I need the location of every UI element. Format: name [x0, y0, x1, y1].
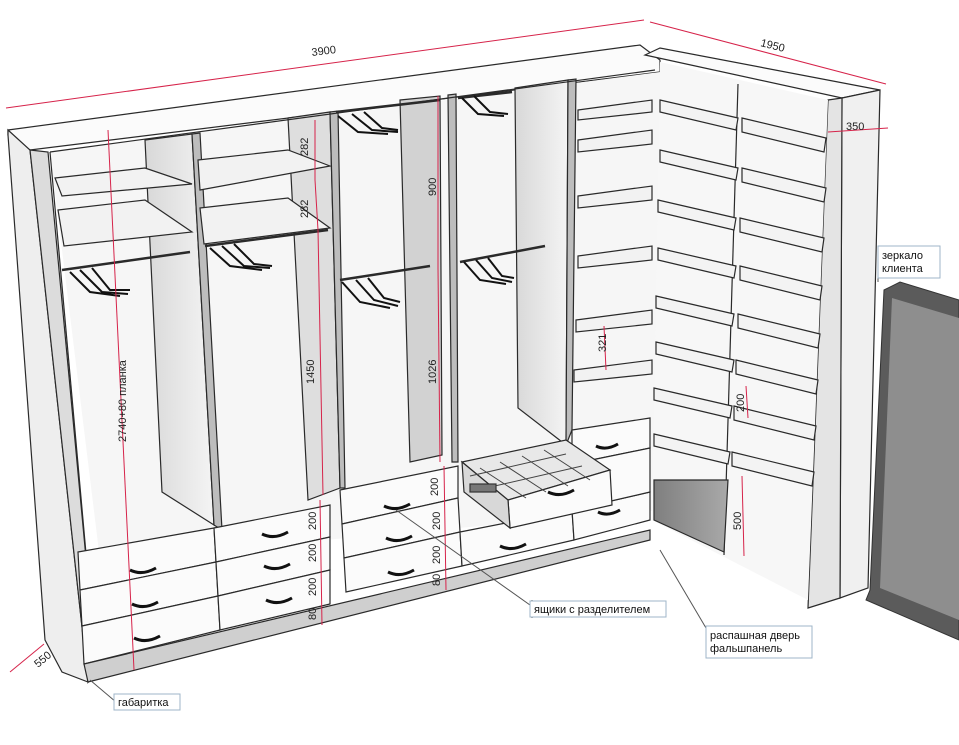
swing-door-label-text: распашная дверь [710, 630, 800, 642]
shelf-s1-1 [54, 167, 193, 197]
drawers-left [77, 504, 331, 665]
dim-side-width: 1950 [759, 37, 786, 55]
shelf-s2-1 [197, 149, 333, 191]
dim-hang-1026: 1026 [427, 360, 439, 384]
dim-drawer-b3: 200 [431, 546, 443, 564]
dimension-labels: 3900 1950 350 550 2740+80 планка 282 282… [32, 37, 864, 670]
mirror-label-text-line2: клиента [882, 263, 924, 275]
dim-main-depth: 550 [32, 649, 54, 670]
side-bottom-cavity [653, 479, 729, 553]
mirror-label-text: зеркало [882, 250, 923, 262]
plinth [83, 529, 651, 683]
section3-inner-wall [399, 95, 443, 463]
rod-s2 [204, 228, 329, 248]
gabarit-label: габаритка [118, 697, 169, 709]
dim-shelf-200: 200 [735, 394, 747, 412]
dim-full-height: 2740+80 планка [117, 359, 129, 442]
rod-s4-low [459, 244, 546, 264]
swing-door-label-box [705, 625, 813, 659]
dim-drawer-b2: 200 [431, 512, 443, 530]
mirror-label: зеркало клиента [882, 250, 926, 275]
rod-s1 [61, 250, 191, 272]
dim-drawer-a1: 200 [307, 512, 319, 530]
side-wardrobe [643, 47, 881, 609]
section4-inner-wall [514, 79, 569, 447]
dim-drawer-a2: 200 [307, 544, 319, 562]
main-wardrobe [7, 44, 661, 685]
rod-s3-top [335, 98, 441, 114]
dim-shelf-500: 500 [732, 512, 744, 530]
gabarit-label-box [113, 693, 181, 711]
dim-shelf-282-a: 282 [299, 138, 311, 156]
swing-door-label: распашная дверь фальшпанель [710, 630, 803, 655]
dim-shelf-321: 321 [597, 334, 609, 352]
shelf-s2-2 [199, 197, 332, 245]
shelf-s1-2 [57, 199, 194, 247]
dim-hang-1450: 1450 [305, 360, 317, 384]
dim-drawer-b1: 200 [429, 478, 441, 496]
hangers [69, 95, 515, 309]
divider-2 [329, 110, 346, 489]
open-divider-drawer [460, 439, 613, 530]
dim-total-width: 3900 [311, 44, 337, 59]
mirror [865, 281, 959, 641]
dim-hang-900: 900 [427, 178, 439, 196]
mirror-label-box [877, 245, 941, 279]
drawers-label-box [529, 600, 667, 618]
dim-plinth-a: 80 [307, 608, 319, 620]
divider-3 [447, 93, 459, 463]
swing-door-label-text-line2: фальшпанель [710, 643, 782, 655]
dimension-lines [5, 19, 889, 673]
section5-shelves [573, 99, 653, 383]
dim-shelf-282-b: 282 [299, 200, 311, 218]
dim-drawer-a3: 200 [307, 578, 319, 596]
dim-plinth-b: 80 [431, 574, 443, 586]
dim-side-depth: 350 [846, 121, 864, 133]
shoe-shelves [653, 99, 827, 487]
rod-s3-low [339, 264, 431, 282]
callouts: зеркало клиента ящики с разделителем рас… [89, 245, 941, 711]
drawers-label: ящики с разделителем [534, 604, 650, 616]
rod-s4-top [457, 90, 513, 100]
drawer-handles [129, 442, 621, 643]
